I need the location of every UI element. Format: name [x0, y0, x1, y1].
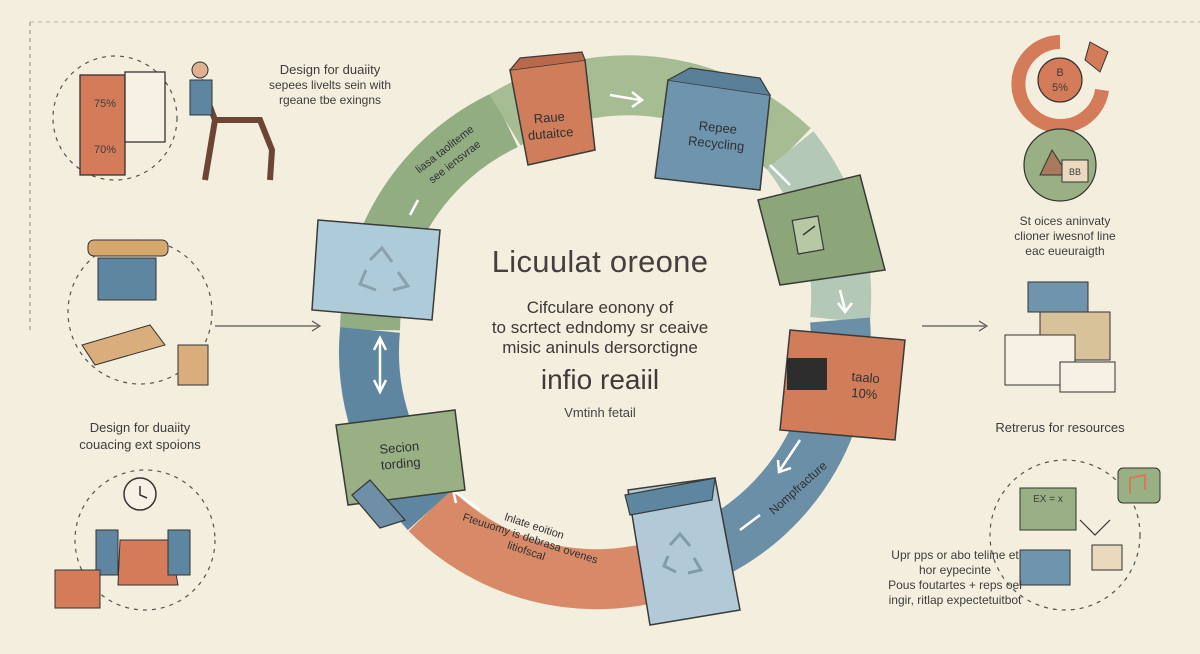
right-bottom-text-line-3: Pous foutartes + reps oel — [888, 578, 1022, 592]
chalkboard-icon — [1019, 487, 1077, 531]
left-top-illustration — [52, 55, 276, 181]
right-boxes-illustration — [922, 281, 1116, 393]
jar-icon — [177, 344, 209, 386]
center-info: infio reaiil — [540, 364, 660, 395]
right-pie-label: B 5% — [1052, 67, 1068, 94]
right-house-label: BB — [1068, 167, 1081, 177]
card-bag-blue — [624, 477, 741, 626]
recycle-icon-bag — [662, 531, 704, 575]
right-top-text-line-2: clioner iwesnof line — [1014, 229, 1116, 243]
card-reuse — [509, 51, 596, 166]
paper-sheet-icon — [124, 71, 166, 143]
left-middle-text-line-2: couacing ext spoions — [79, 437, 201, 452]
left-label-top: 75% — [93, 98, 117, 110]
worker-left-icon — [95, 529, 119, 576]
right-top-text-line-1: St oices aninvaty — [1019, 214, 1111, 228]
center-small: Vmtinh fetail — [564, 405, 636, 420]
card-orange-box-label: taalo 10% — [850, 368, 881, 403]
center-subtitle-line-3: misic aninuls dersorctigne — [502, 338, 698, 357]
apron-icon — [117, 539, 179, 586]
right-bottom-text-line-1: Upr pps or abo teliine et — [891, 548, 1019, 562]
right-middle-text: Retrerus for resources — [995, 420, 1125, 435]
center-title: Licuulat oreone — [491, 244, 709, 279]
person-icon — [189, 79, 213, 116]
right-pie-illustration — [1011, 35, 1109, 133]
left-middle-text-line-1: Design for duaiity — [89, 420, 191, 435]
recycle-icon — [358, 245, 411, 292]
card-orange-box — [779, 329, 906, 441]
worker-right-icon — [167, 529, 191, 576]
right-top-text-line-3: eac eueuraigth — [1025, 244, 1105, 258]
card-document-green — [757, 174, 886, 286]
card-recycle-left — [311, 219, 441, 321]
packaging-box-icon — [79, 74, 126, 176]
right-bottom-text-line-2: hor eypecinte — [918, 563, 992, 577]
center-subtitle-line-2: to scrtect edndomy sr ceaive — [491, 318, 709, 337]
card-reuse-label: Raue dutaitce — [527, 108, 574, 143]
house-icon — [1061, 159, 1089, 183]
arrow-lower-right-icon — [776, 439, 802, 474]
right-screen-label: EX = x — [1033, 494, 1063, 505]
arrow-top-right-icon — [769, 164, 791, 186]
arrow-right-icon — [837, 289, 853, 315]
right-bottom-text-line-4: ingir, ritlap expectetuitbot — [888, 593, 1022, 607]
arrow-left-vertical-icon — [372, 335, 388, 395]
right-bottom-illustration — [989, 459, 1161, 611]
arrow-upper-left-icon — [408, 199, 420, 216]
left-top-text-line-1: Design for duaiity — [279, 62, 381, 77]
music-note-icon — [1117, 467, 1161, 504]
tablet-icon — [1019, 549, 1071, 586]
card-sorting — [335, 409, 466, 529]
left-top-text-line-2: sepees livelts sein with — [268, 78, 392, 92]
center-subtitle-line-1: Cifculare eonony of — [526, 298, 674, 317]
picture-frame-icon — [54, 569, 101, 609]
left-top-text-line-3: rgeane tbe exingns — [278, 93, 382, 107]
right-house-illustration — [1023, 128, 1097, 202]
arrow-bottom-right-icon — [739, 514, 761, 531]
left-middle-illustration — [67, 239, 322, 386]
roller-icon — [87, 239, 169, 257]
card-recycling — [654, 67, 771, 191]
left-bottom-illustration — [54, 469, 216, 611]
arrow-top-icon — [609, 91, 645, 109]
left-label-bottom: 70% — [93, 144, 117, 156]
machine-icon — [97, 257, 157, 301]
black-panel-icon — [787, 358, 827, 390]
